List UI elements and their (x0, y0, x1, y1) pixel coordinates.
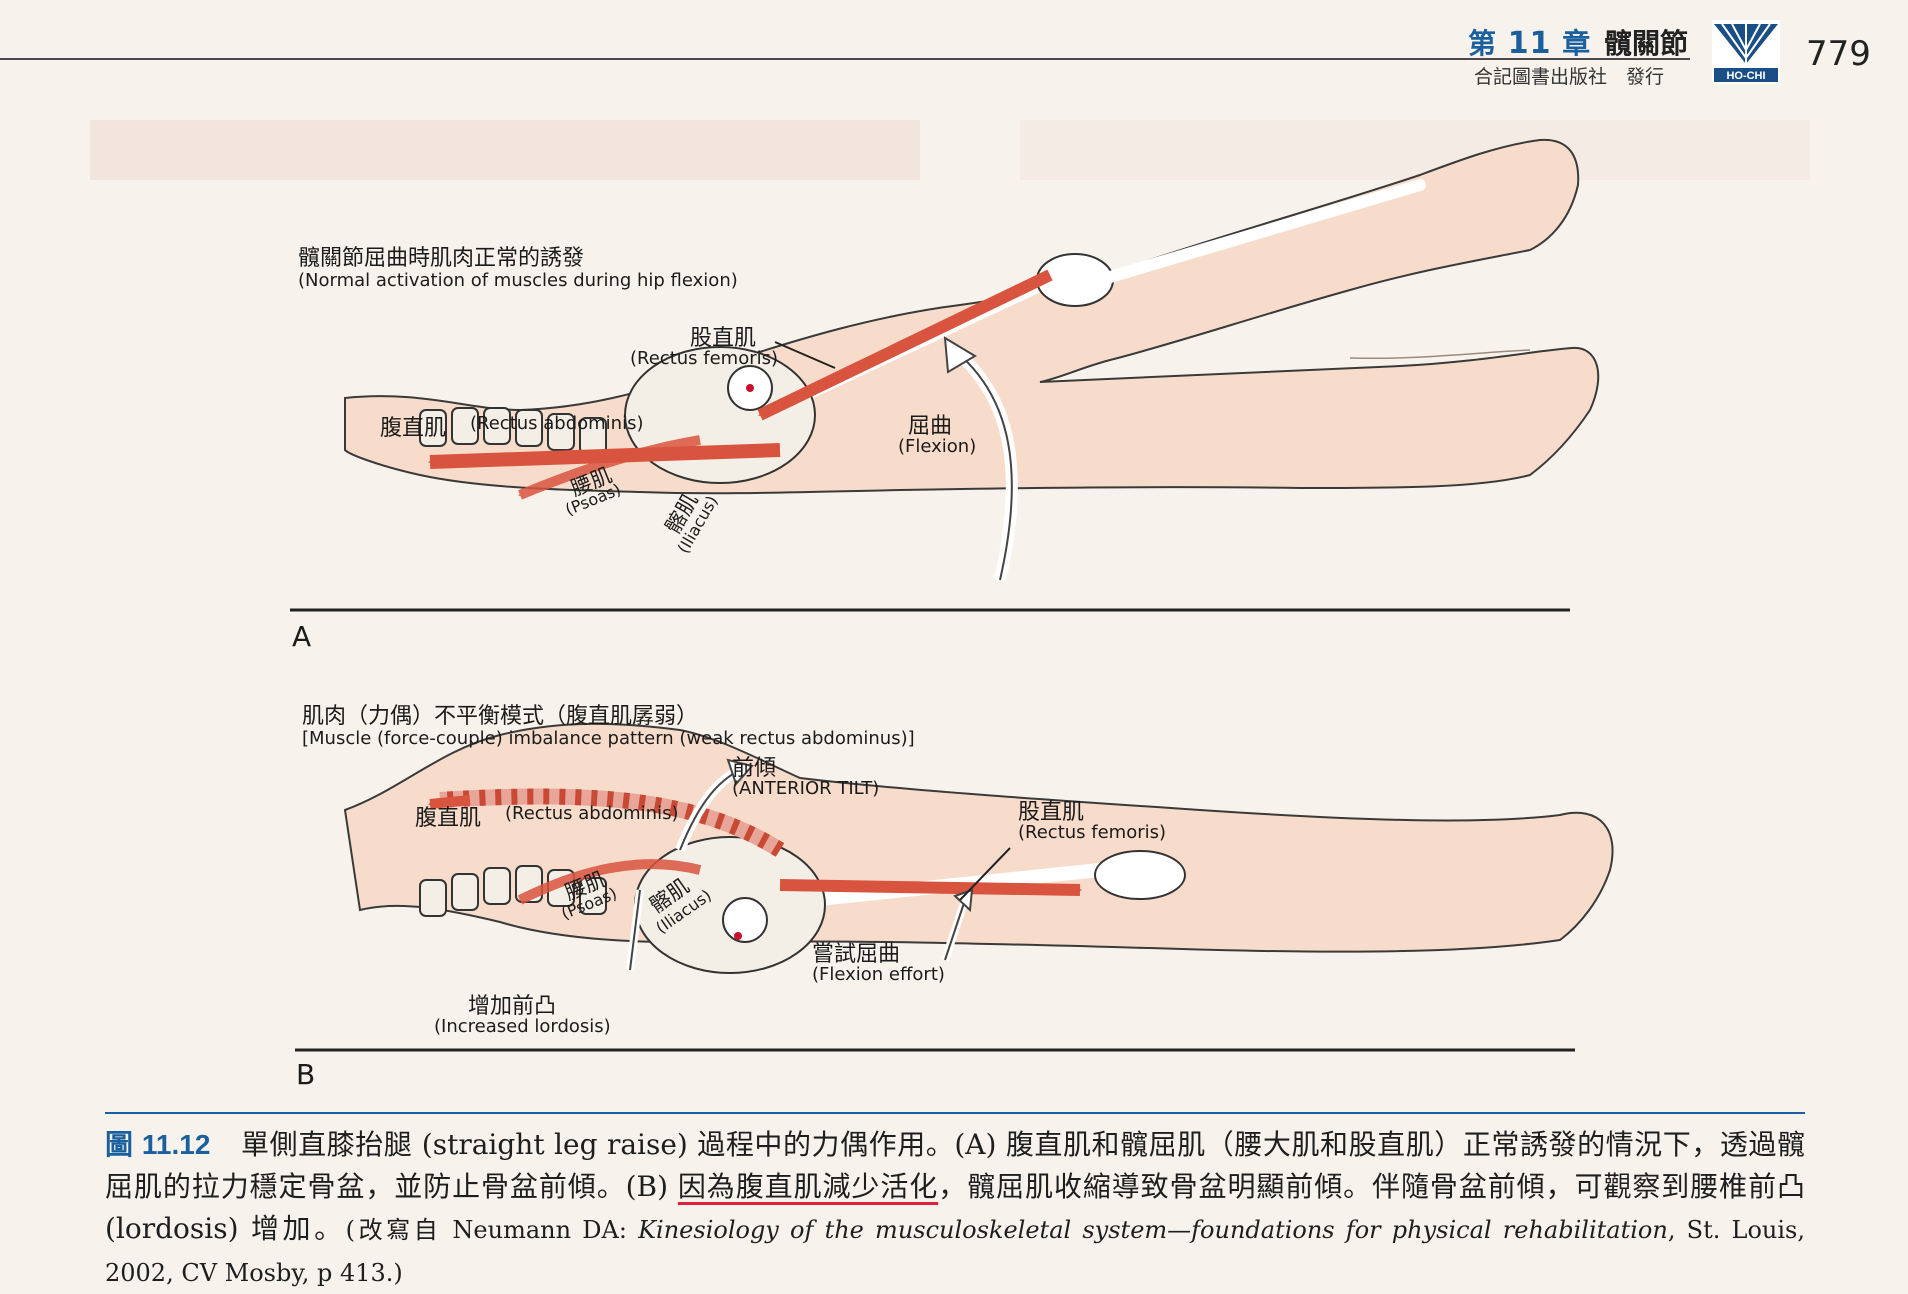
flexion-effort-label-en-b: (Flexion effort) (812, 964, 945, 985)
panel-b-title-en: [Muscle (force-couple) imbalance pattern… (302, 728, 915, 749)
chapter-suffix: 章 (1562, 27, 1592, 60)
flexion-effort-label-zh-b: 嘗試屈曲 (812, 942, 901, 967)
logo-text: HO-CHI (1726, 70, 1765, 82)
caption-text-part-2: ，髖屈肌收縮導致骨盆明顯前傾。伴隨骨盆前傾，可觀察到腰椎前凸 (lordosis… (105, 1170, 1805, 1245)
rectus-femoris-arrow-a (757, 269, 1053, 421)
rectus-abdominis-arrowhead-b (428, 795, 471, 809)
caption-source: (改寫自 Neumann DA: Kinesiology of the musc… (105, 1216, 1805, 1287)
body-silhouette-b (343, 722, 1614, 953)
psoas-arrow-b (517, 859, 702, 905)
leg-contour (1349, 349, 1531, 360)
rectus-abdominis-stripes-b (439, 788, 785, 857)
panel-a-letter: A (292, 620, 312, 653)
bleed-through-band (1020, 120, 1810, 180)
rectus-femoris-label-en-b: (Rectus femoris) (1018, 822, 1167, 843)
panel-b-letter: B (296, 1058, 316, 1091)
tibia-a (1094, 179, 1426, 286)
flexion-effort-arrowhead-b (953, 888, 974, 913)
rectus-abdominis-label-zh-a: 腹直肌 (380, 416, 447, 441)
rectus-abdominis-label-en-a: (Rectus abdominis) (470, 413, 644, 434)
flexion-label-en-a: (Flexion) (898, 436, 977, 457)
chapter-number: 11 (1507, 26, 1552, 61)
figure-illustration (90, 120, 1810, 1052)
publisher-logo: HO-CHI (1712, 20, 1780, 84)
header-rule (0, 58, 1690, 60)
lordosis-label-en-b: (Increased lordosis) (434, 1016, 611, 1037)
chapter-prefix: 第 (1468, 27, 1498, 60)
rectus-abdominis-label-en-b: (Rectus abdominis) (505, 803, 679, 824)
source-book-title: Kinesiology of the musculoskeletal syste… (638, 1216, 1668, 1244)
lordosis-label-zh-b: 增加前凸 (468, 994, 557, 1019)
bleed-through-band (90, 120, 920, 180)
hip-axis-a (746, 384, 754, 392)
flexion-arrowhead-a (943, 336, 977, 374)
figure-number: 圖 11.12 (105, 1129, 211, 1160)
anterior-tilt-label-zh-b: 前傾 (732, 756, 777, 781)
source-suffix: , St. Louis, 2002, CV Mosby, p 413.) (105, 1216, 1805, 1287)
rectus-abdominis-label-zh-b: 腹直肌 (415, 806, 482, 831)
rectus-abdominis-arrow-a (428, 443, 781, 469)
flexion-effort-arrow-outline-b (944, 899, 966, 961)
chapter-label: 第 11 章 (1468, 22, 1591, 62)
chapter-title: 髖關節 (1604, 27, 1689, 60)
pelvic-lift-arrow-outline-b (629, 889, 641, 971)
publisher-line: 合記圖書出版社 發行 (1474, 66, 1665, 88)
caption-rule (105, 1112, 1805, 1114)
anterior-tilt-arrowhead-b (726, 758, 754, 786)
flexion-arrow-outline-a (959, 354, 1013, 581)
panel-a-title-zh: 髖關節屈曲時肌肉正常的誘發 (298, 246, 585, 271)
rectus-femoris-label-zh-a: 股直肌 (690, 326, 757, 351)
panel-b-illustration (295, 722, 1614, 1052)
caption-underlined-phrase: 因為腹直肌減少活化 (677, 1170, 939, 1203)
rectus-femoris-label-zh-b: 股直肌 (1018, 800, 1085, 825)
page-number: 779 (1806, 34, 1871, 74)
leader-line (959, 847, 1011, 901)
leader-line (774, 341, 836, 369)
knee-joint-b (1094, 850, 1186, 900)
panel-a-title-en: (Normal activation of muscles during hip… (298, 270, 738, 291)
flexion-label-zh-a: 屈曲 (908, 414, 953, 439)
figure-11-12: 髖關節屈曲時肌肉正常的誘發 (Normal activation of musc… (0, 110, 1908, 1100)
anterior-tilt-label-en-b: (ANTERIOR TILT) (732, 778, 880, 799)
panel-b-title-zh: 肌肉（力偶）不平衡模式（腹直肌孱弱） (302, 704, 699, 729)
caption-text-part-1: 單側直膝抬腿 (straight leg raise) 過程中的力偶作用。(A)… (105, 1128, 1805, 1203)
rectus-femoris-label-en-a: (Rectus femoris) (630, 348, 779, 369)
panel-a-illustration (290, 138, 1600, 612)
hip-joint-b (722, 897, 768, 943)
rectus-femoris-arrow-b (779, 879, 1082, 896)
hip-axis-b (734, 932, 742, 940)
source-prefix: (改寫自 Neumann DA: (345, 1216, 639, 1244)
psoas-arrow-a (518, 435, 701, 500)
